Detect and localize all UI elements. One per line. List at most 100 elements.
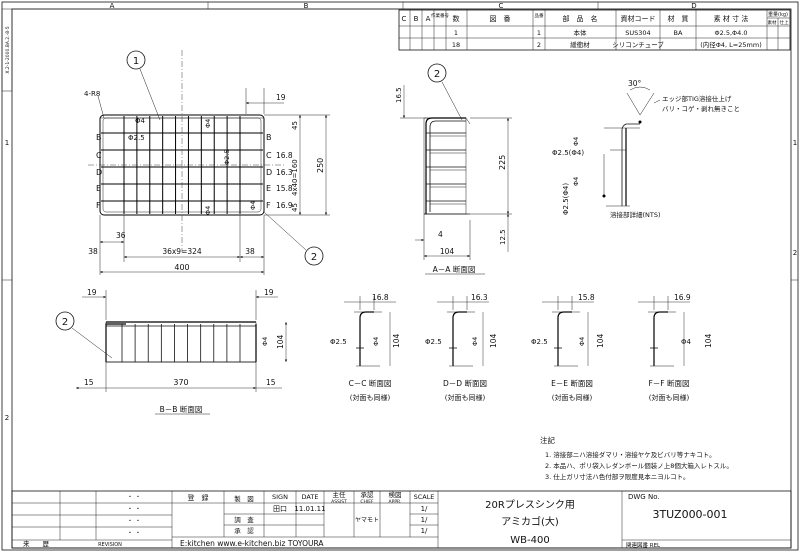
bb-dim-370: 370 xyxy=(173,378,188,387)
weld-angle-30: 30° xyxy=(628,79,642,88)
sec-mark-c-right: C xyxy=(266,151,272,160)
parts-head-a: A xyxy=(426,15,431,23)
parts-head-drawing-no: 図 番 xyxy=(490,15,511,23)
plan-dim-4x40: 4x40=160 xyxy=(291,159,299,196)
plan-phi4-c: Φ4 xyxy=(204,206,212,215)
plan-phi25: Φ2.5 xyxy=(128,134,145,142)
tb-check-row: 調 査 xyxy=(234,515,254,524)
tb-title-line-1: 20Rプレスシンク用 xyxy=(485,499,575,511)
parts-head-raw: 素材 xyxy=(768,19,777,26)
zone-label-1: 1 xyxy=(5,139,9,147)
tb-approve-label: 承認 xyxy=(361,490,375,499)
tb-dwg-no: 3TUZ000-001 xyxy=(652,508,727,521)
weld-detail xyxy=(602,92,655,207)
tb-rev-dot-4: ・ ・ xyxy=(127,530,141,537)
note-2: 2. 本品ハ、ポリ袋入レダンボール個装ノ上8個大箱入レトスル。 xyxy=(545,461,733,470)
tb-related: 関連図番 REL xyxy=(626,541,661,549)
sec-mark-d-left: D xyxy=(96,168,102,177)
part1-qty: 1 xyxy=(454,29,458,37)
ee-offset: 15.8 xyxy=(578,293,595,302)
cc-height: 104 xyxy=(392,333,401,348)
parts-head-material-code: 資材コード xyxy=(621,14,656,23)
sec-mark-b-left: B xyxy=(96,133,102,142)
ff-subtitle: (対面も同様) xyxy=(649,393,690,402)
tb-registration: 登 録 xyxy=(188,493,209,502)
section-profile xyxy=(653,311,668,366)
tb-rev-dot-2: ・ ・ xyxy=(127,506,141,513)
tb-chief-en: CHIEF xyxy=(360,499,374,505)
plan-dim-45-a: 45 xyxy=(291,121,299,130)
weld-note-1: エッジ部TIG溶接仕上げ xyxy=(662,94,732,103)
tb-company: E:kitchen www.e-kitchen.biz TOYOURA xyxy=(180,539,324,548)
tb-title-line-3: WB-400 xyxy=(510,535,549,546)
ff-title: F－F 断面図 xyxy=(648,378,689,388)
tb-approver: ヤマモト xyxy=(355,517,379,524)
tb-revision-en: REVISION xyxy=(98,542,122,548)
tb-scale-1: 1/ xyxy=(421,505,428,513)
part2-size: (内径Φ4, L=25mm) xyxy=(700,40,761,49)
revision-stamp-text: X.2-1-2000.BA.2.-8-5 xyxy=(5,26,11,73)
bb-dim-104: 104 xyxy=(276,334,285,349)
tb-appr-en: APPR. xyxy=(389,499,402,505)
corner-radius-label: 4-R8 xyxy=(84,90,100,98)
cc-offset: 16.8 xyxy=(372,293,389,302)
bb-title: B－B 断面図 xyxy=(160,404,203,414)
tb-date-label: DATE xyxy=(302,493,319,501)
notes-heading: 注記 xyxy=(540,435,555,445)
ee-phi25: Φ2.5 xyxy=(531,338,548,346)
balloon-2-aa-label: 2 xyxy=(434,69,440,80)
note-3: 3. 仕上ガリ寸法ハ色付部ヲ限度見本ニヨルコト。 xyxy=(545,472,690,481)
ff-height: 104 xyxy=(704,333,713,348)
plan-dim-36x9: 36x9=324 xyxy=(162,247,202,256)
dd-height: 104 xyxy=(489,333,498,348)
tb-approve-row: 承 認 xyxy=(234,526,254,535)
tb-assist-en: ASSIST xyxy=(331,499,347,505)
weld-phi25-top: Φ2.5(Φ4) xyxy=(552,149,584,157)
aa-title: A－A 断面図 xyxy=(433,264,476,274)
plan-dim-16-8: 16.8 xyxy=(276,151,293,160)
tb-assist-label: 主任 xyxy=(333,490,347,499)
bb-phi4: Φ4 xyxy=(261,337,269,346)
part1-code: SUS304 xyxy=(625,29,650,37)
zone-label-d: D xyxy=(691,2,696,10)
small-sections xyxy=(344,296,690,367)
tb-revision-jp: 来 歴 xyxy=(23,540,50,548)
weld-note-2: バリ・コゲ・剥れ無きこと xyxy=(662,104,740,113)
part1-material: BA xyxy=(674,29,683,37)
section-bb xyxy=(105,321,257,363)
weld-phi4-bottom: Φ4 xyxy=(572,177,580,186)
weld-detail-title: 溶接部詳細(NTS) xyxy=(610,210,661,219)
plan-dim-45-b: 45 xyxy=(291,203,299,212)
tb-scale-3: 1/ xyxy=(421,527,428,535)
plan-dim-19-top: 19 xyxy=(276,93,286,102)
parts-head-finished: 仕上 xyxy=(780,19,789,26)
balloon-1-label: 1 xyxy=(133,56,139,67)
part1-no: 1 xyxy=(537,29,541,37)
plan-phi4-d: Φ4 xyxy=(249,201,257,210)
parts-head-b: B xyxy=(414,15,419,23)
plan-view xyxy=(88,50,285,252)
balloon-2-plan xyxy=(304,246,324,266)
balloon-2-aa xyxy=(427,63,447,83)
part2-qty: 18 xyxy=(452,41,460,49)
zone-label-c: C xyxy=(499,2,504,10)
section-profile xyxy=(557,311,572,366)
bb-dim-15-right: 15 xyxy=(266,378,276,387)
part2-no: 2 xyxy=(537,41,541,49)
cc-title: C－C 断面図 xyxy=(349,378,392,388)
zone-label-2-right: 2 xyxy=(793,249,797,257)
cc-subtitle: (対面も同様) xyxy=(350,393,391,402)
ee-title: E－E 断面図 xyxy=(551,378,593,388)
balloon-2-plan-label: 2 xyxy=(311,252,317,263)
balloon-2-bb xyxy=(55,311,75,331)
parts-head-material: 材 質 xyxy=(668,14,689,23)
dd-subtitle: (対面も同様) xyxy=(445,393,486,402)
sec-mark-b-right: B xyxy=(266,133,272,142)
plan-dim-38-right: 38 xyxy=(245,247,255,256)
plan-phi4-a: Φ4 xyxy=(135,117,146,125)
dd-title: D－D 断面図 xyxy=(443,378,487,388)
sec-mark-f-left: F xyxy=(96,201,101,210)
part1-size: Φ2.5,Φ4.0 xyxy=(715,29,748,37)
plan-dim-250: 250 xyxy=(316,158,325,173)
